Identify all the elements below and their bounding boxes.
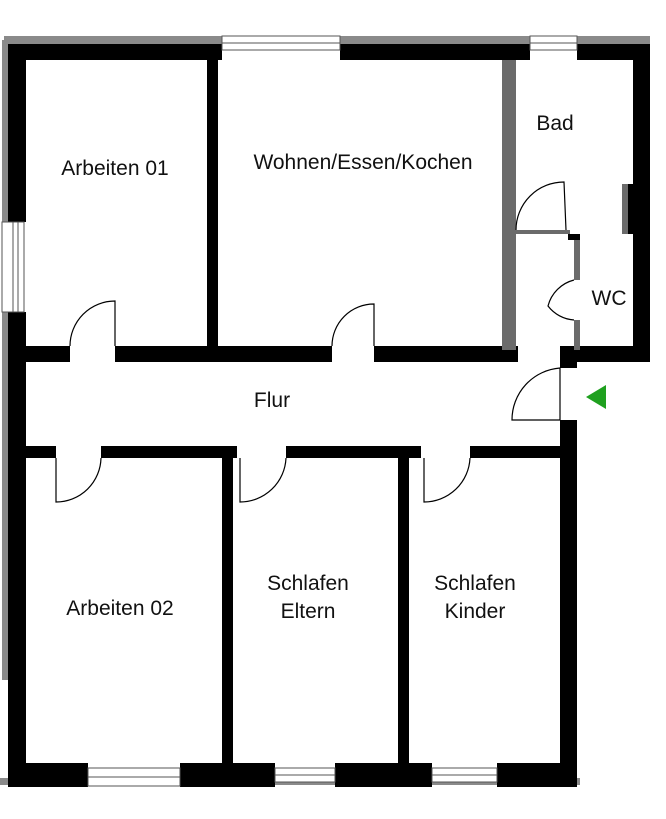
room-label-wohnen: Wohnen/Essen/Kochen bbox=[253, 151, 472, 174]
room-label-schlafen-kinder-2: Kinder bbox=[445, 600, 506, 623]
room-label-flur: Flur bbox=[254, 389, 290, 412]
room-label-schlafen-eltern-2: Eltern bbox=[281, 600, 336, 623]
room-label-schlafen-eltern-1: Schlafen bbox=[267, 572, 349, 595]
triangle-left-icon bbox=[586, 385, 606, 409]
room-label-wc: WC bbox=[592, 287, 627, 310]
windows bbox=[1, 35, 578, 787]
room-label-arbeiten-02: Arbeiten 02 bbox=[66, 597, 173, 620]
outer-wall-shading bbox=[0, 36, 650, 785]
room-label-arbeiten-01: Arbeiten 01 bbox=[61, 157, 168, 180]
doors bbox=[55, 181, 575, 503]
wall-accents bbox=[568, 184, 636, 240]
room-label-schlafen-kinder-1: Schlafen bbox=[434, 572, 516, 595]
room-label-bad: Bad bbox=[536, 112, 573, 135]
